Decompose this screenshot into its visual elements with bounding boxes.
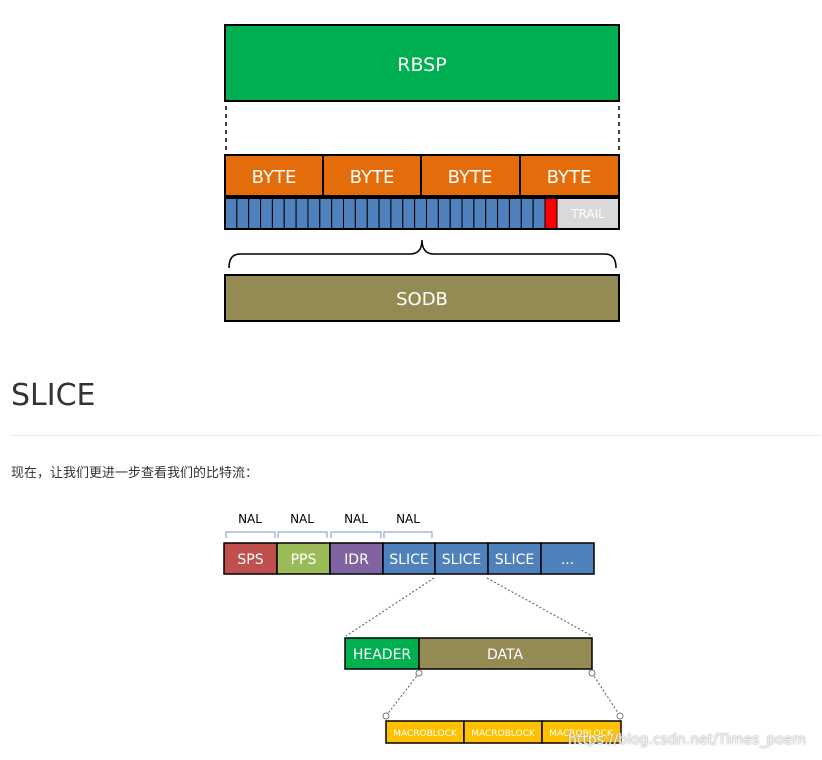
stream-unit-label: SLICE <box>389 552 428 568</box>
watermark: https://blog.csdn.net/Times_poem <box>568 732 807 748</box>
stream-unit-label: SLICE <box>442 552 481 568</box>
zoom-handle <box>588 669 596 677</box>
byte-row: BYTE BYTE BYTE BYTE <box>224 154 620 197</box>
intro-paragraph: 现在，让我们更进一步查看我们的比特流： <box>11 466 259 481</box>
nal-bracket <box>330 531 382 538</box>
nal-bracket <box>277 531 328 538</box>
macroblock-label: MACROBLOCK <box>471 729 536 739</box>
data-zoom-line-left <box>385 672 420 717</box>
section-heading: SLICE <box>11 378 96 413</box>
macroblock-box <box>541 720 622 744</box>
nal-bracket <box>225 531 276 538</box>
nal-brackets <box>225 531 433 538</box>
nal-bracket <box>383 531 433 538</box>
byte-label: BYTE <box>252 167 297 188</box>
stream-unit-label: ... <box>561 552 574 568</box>
stream-unit-box <box>276 542 331 575</box>
byte-label: BYTE <box>350 167 395 188</box>
slice-zoom-line-right <box>486 577 593 637</box>
nal-label: NAL <box>238 512 262 526</box>
heading-divider <box>11 435 821 436</box>
sodb-box <box>224 274 620 322</box>
nal-label: NAL <box>396 512 420 526</box>
zoom-handle <box>415 669 423 677</box>
rbsp-sodb-diagram: RBSP BYTE BYTE BYTE BYTE TRAIL SODB <box>224 24 620 322</box>
slice-zoom-line-left <box>345 577 435 637</box>
curly-brace <box>228 239 617 269</box>
macroblock-label: MACROBLOCK <box>393 729 458 739</box>
stream-row: SPS PPS IDR SLICE SLICE SLICE... <box>223 542 595 575</box>
macroblock-row: MACROBLOCK MACROBLOCK MACROBLOCK <box>385 720 622 744</box>
trail-box <box>556 197 620 230</box>
sodb-label: SODB <box>396 289 448 310</box>
byte-box <box>519 154 620 197</box>
bit-row-outline <box>224 197 620 230</box>
stream-unit-box <box>434 542 489 575</box>
nal-label: NAL <box>344 512 368 526</box>
stream-unit-label: PPS <box>291 552 317 568</box>
zoom-handle <box>382 712 390 720</box>
byte-box <box>224 154 324 197</box>
stream-unit-box <box>223 542 278 575</box>
rbsp-label: RBSP <box>397 54 446 76</box>
stream-unit-label: SLICE <box>495 552 534 568</box>
macroblock-label: MACROBLOCK <box>549 729 614 739</box>
data-label: DATA <box>487 647 523 663</box>
trail-label: TRAIL <box>570 207 605 221</box>
data-box <box>418 637 593 670</box>
byte-label: BYTE <box>448 167 493 188</box>
rbsp-box <box>224 24 620 102</box>
stream-unit-label: IDR <box>344 552 369 568</box>
stream-unit-box <box>382 542 436 575</box>
nal-label: NAL <box>290 512 314 526</box>
header-label: HEADER <box>353 647 412 663</box>
stream-unit-label: SPS <box>237 552 263 568</box>
byte-label: BYTE <box>547 167 592 188</box>
data-zoom-line-right <box>591 672 621 717</box>
zoom-handle <box>616 712 624 720</box>
stream-unit-box <box>540 542 595 575</box>
nal-labels: NAL NAL NAL NAL <box>238 512 420 526</box>
header-box <box>344 637 420 670</box>
